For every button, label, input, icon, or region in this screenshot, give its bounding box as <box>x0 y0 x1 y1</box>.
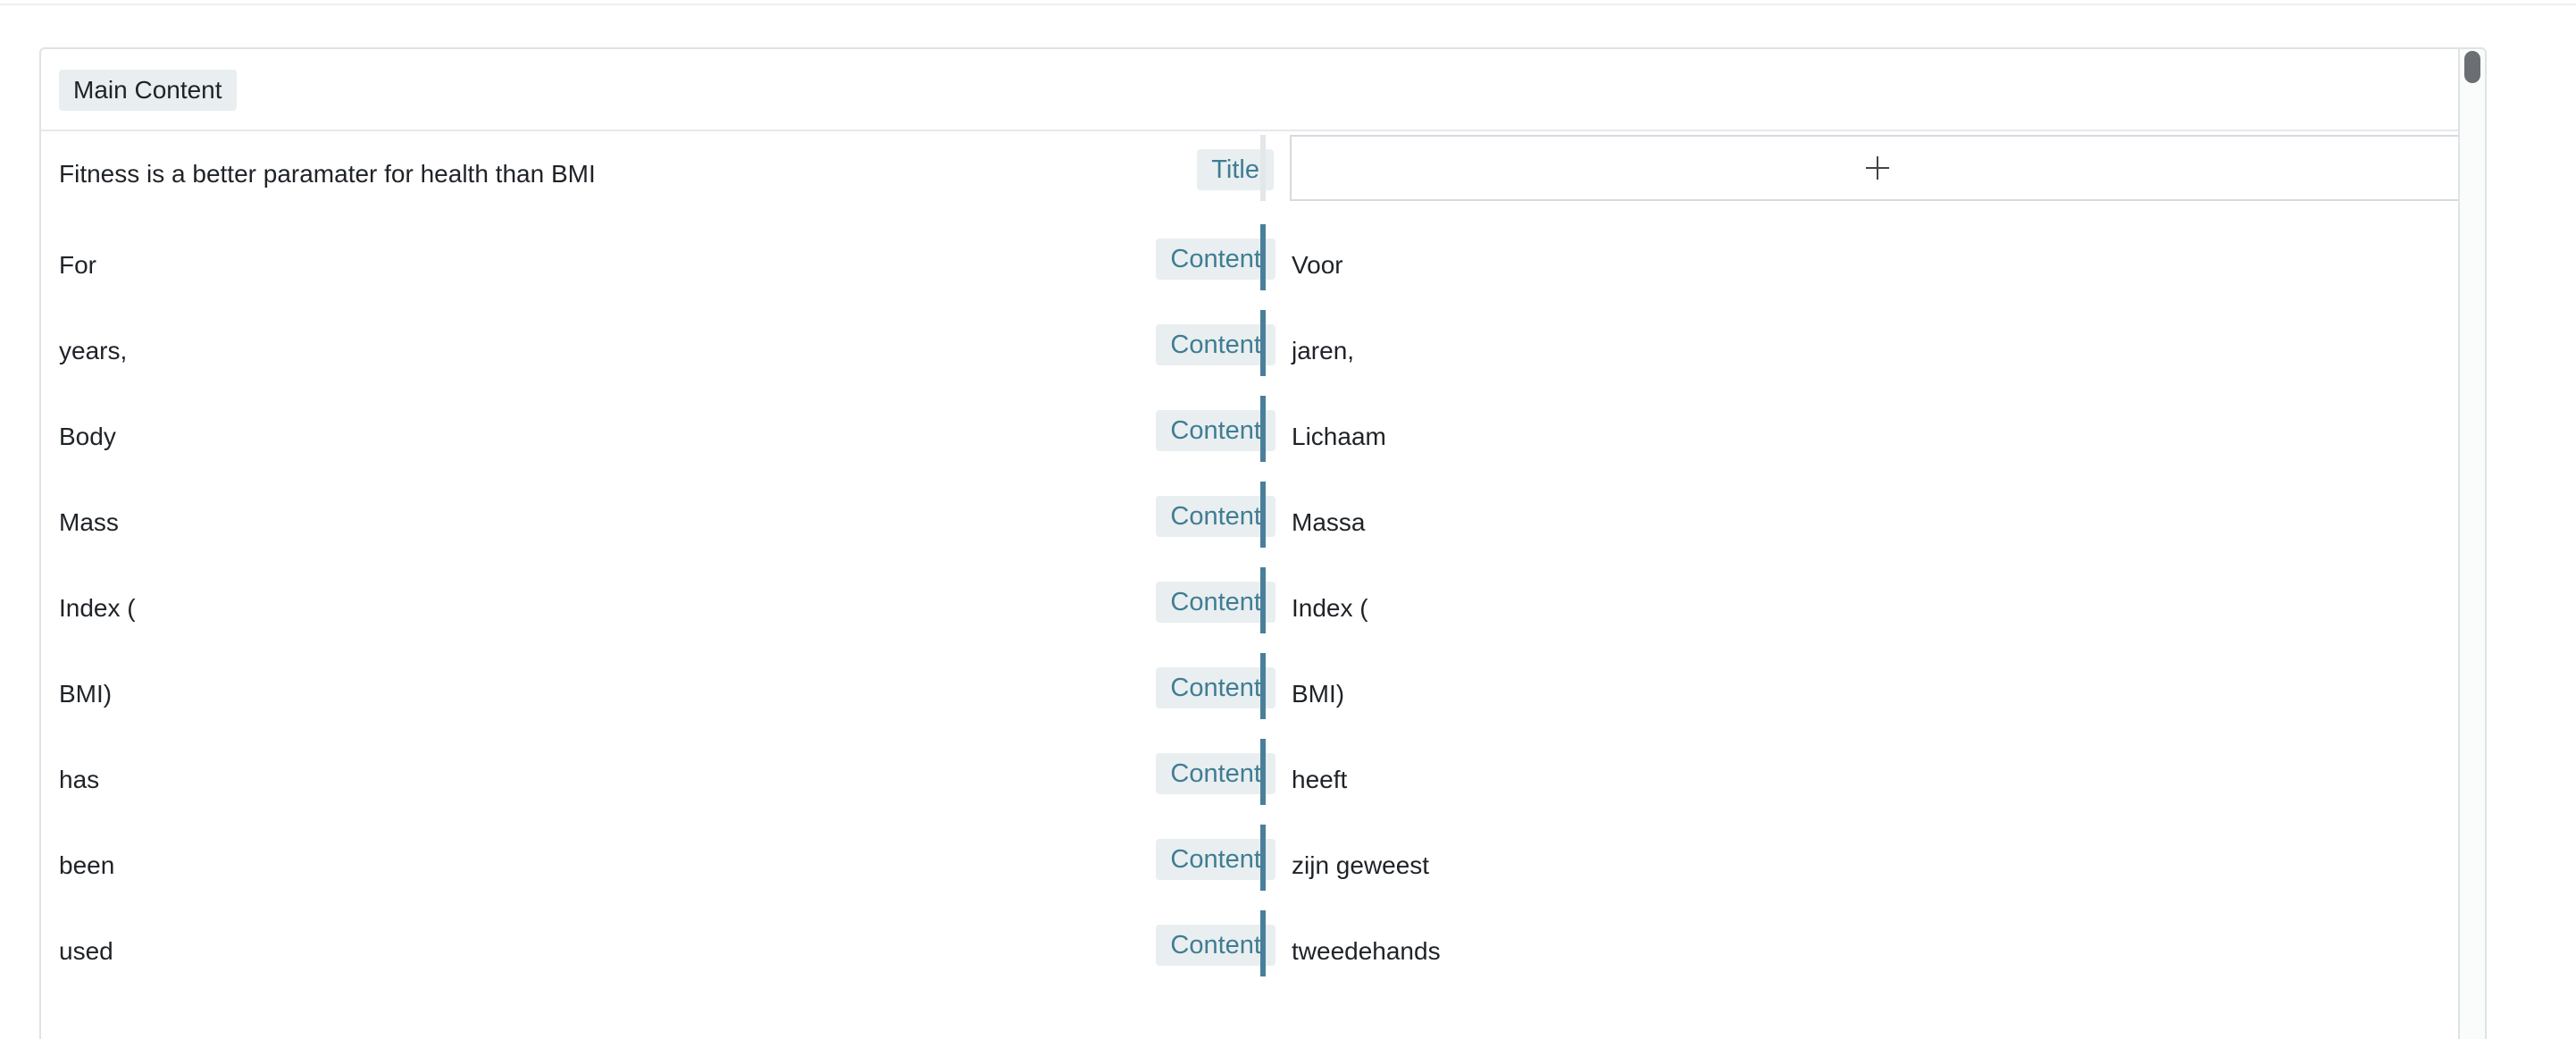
source-text: Body <box>59 423 116 450</box>
segment-divider <box>1260 135 1266 201</box>
source-text: has <box>59 766 100 793</box>
target-text[interactable]: Index ( <box>1292 594 1368 622</box>
segment-row: years, Content jaren, <box>41 306 2462 392</box>
segment-list: Fitness is a better paramater for health… <box>41 131 2465 993</box>
segment-divider <box>1260 224 1266 290</box>
source-text: Fitness is a better paramater for health… <box>59 160 596 188</box>
segment-type-tag: Content <box>1156 753 1275 794</box>
source-text: been <box>59 851 115 879</box>
segment-row: BMI) Content BMI) <box>41 649 2462 735</box>
segment-row: Mass Content Massa <box>41 478 2462 564</box>
target-text[interactable]: tweedehands <box>1292 937 1441 965</box>
add-translation-button[interactable] <box>1290 135 2465 201</box>
translation-panel: Main Content Fitness is a better paramat… <box>39 47 2487 1039</box>
segment-type-tag: Content <box>1156 667 1275 708</box>
top-divider <box>0 0 2576 5</box>
target-text[interactable]: heeft <box>1292 766 1348 793</box>
segment-type-tag: Content <box>1156 925 1275 966</box>
scrollbar-thumb[interactable] <box>2464 51 2480 83</box>
segment-divider <box>1260 739 1266 805</box>
segment-row: Body Content Lichaam <box>41 392 2462 478</box>
segment-type-tag: Content <box>1156 324 1275 365</box>
segment-type-tag: Content <box>1156 239 1275 280</box>
segment-divider <box>1260 910 1266 976</box>
segment-divider <box>1260 482 1266 548</box>
segment-row: For Content Voor <box>41 221 2462 306</box>
section-label: Main Content <box>59 70 237 111</box>
target-text[interactable]: BMI) <box>1292 680 1345 708</box>
scrollbar[interactable] <box>2458 49 2485 1039</box>
segment-row: Index ( Content Index ( <box>41 564 2462 649</box>
segment-divider <box>1260 396 1266 462</box>
panel-header: Main Content <box>41 49 2485 131</box>
segment-row: been Content zijn geweest <box>41 821 2462 907</box>
segment-type-tag: Content <box>1156 582 1275 623</box>
plus-icon <box>1866 156 1889 180</box>
segment-divider <box>1260 310 1266 376</box>
target-text[interactable]: zijn geweest <box>1292 851 1430 879</box>
source-text: BMI) <box>59 680 113 708</box>
source-text: Index ( <box>59 594 136 622</box>
target-text[interactable]: Massa <box>1292 508 1366 536</box>
source-text: Mass <box>59 508 119 536</box>
source-text: For <box>59 251 96 279</box>
segment-divider <box>1260 567 1266 633</box>
target-text[interactable]: Voor <box>1292 251 1343 279</box>
segment-row: used Content tweedehands <box>41 907 2462 993</box>
segment-divider <box>1260 825 1266 891</box>
segment-row-title: Fitness is a better paramater for health… <box>41 131 2465 221</box>
target-text[interactable]: jaren, <box>1292 337 1355 364</box>
target-text[interactable]: Lichaam <box>1292 423 1386 450</box>
segment-type-tag: Content <box>1156 496 1275 537</box>
segment-divider <box>1260 653 1266 719</box>
source-text: used <box>59 937 113 965</box>
segment-row: has Content heeft <box>41 735 2462 821</box>
segment-type-tag: Content <box>1156 839 1275 880</box>
source-text: years, <box>59 337 128 364</box>
segment-type-tag: Content <box>1156 410 1275 451</box>
